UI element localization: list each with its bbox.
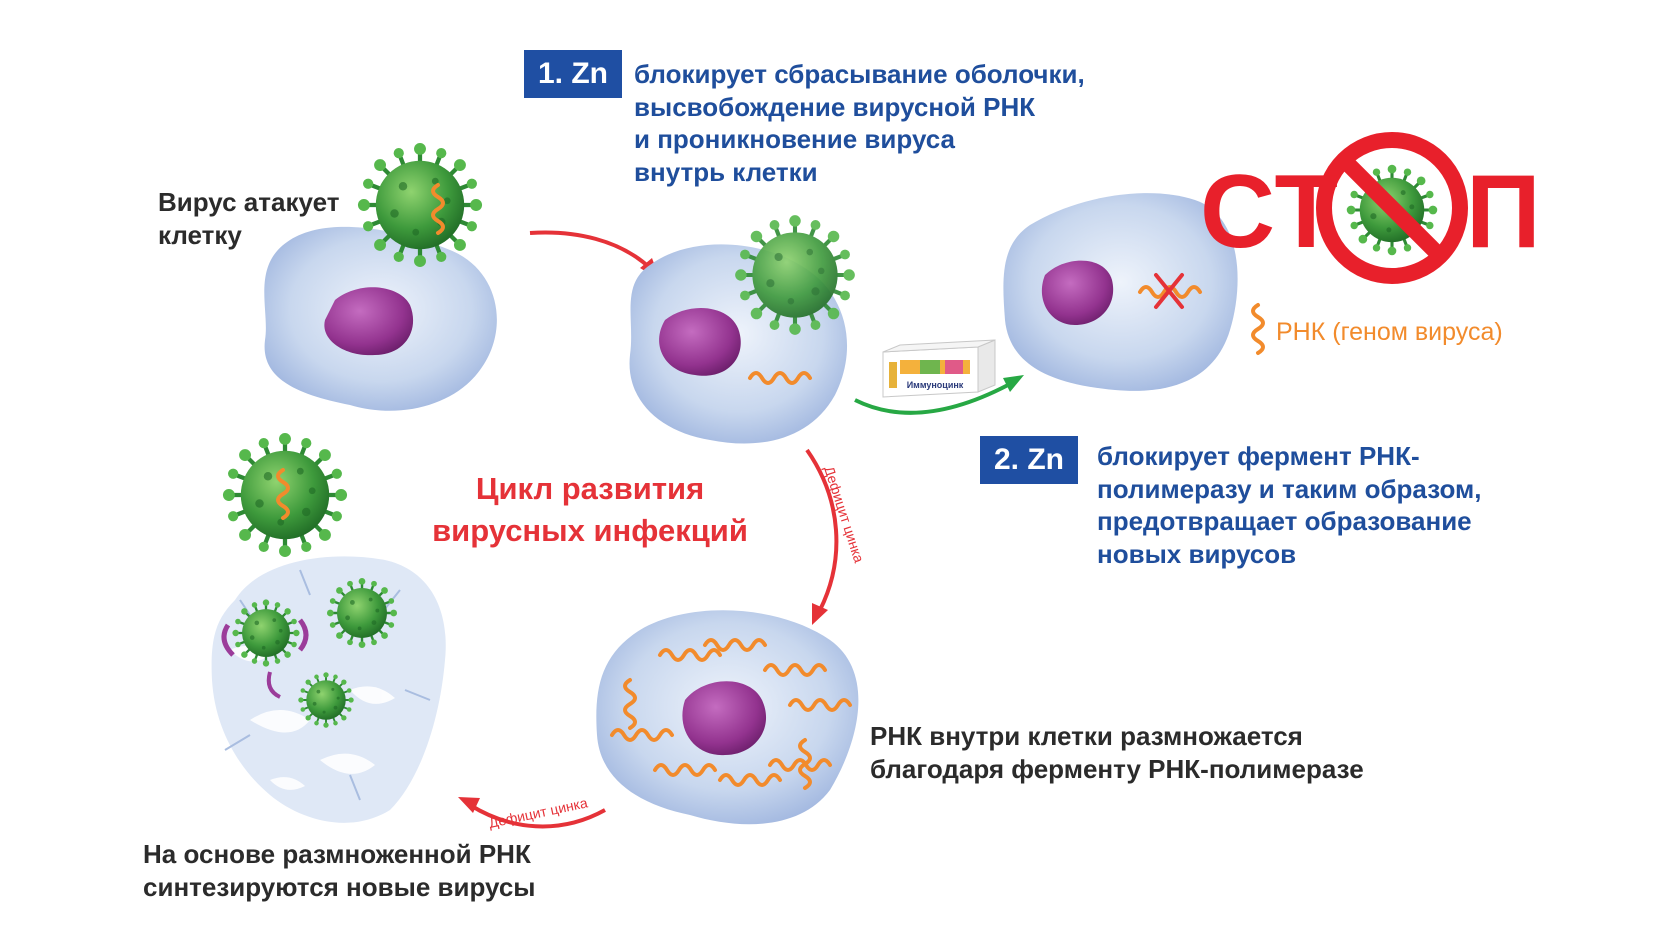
infected-cell-2	[629, 215, 855, 444]
burst-cell	[211, 433, 446, 823]
cycle-title-line-2: вирусных инфекций	[432, 512, 748, 548]
step2-line-2: полимеразу и таким образом,	[1097, 473, 1482, 504]
replication-cell	[596, 610, 859, 825]
step1-line-1: блокирует сбрасывание оболочки,	[634, 59, 1085, 89]
cell-icon	[1003, 193, 1238, 391]
stop-word-left: СТ	[1200, 154, 1341, 270]
replication-label-line-1: РНК внутри клетки размножается	[870, 721, 1303, 751]
synthesis-label-line-1: На основе размноженной РНК	[143, 839, 531, 869]
virus-icon	[358, 143, 482, 267]
cycle-arrow-3	[468, 803, 606, 829]
step1-description: блокирует сбрасывание оболочки, высвобож…	[634, 58, 1085, 188]
cycle-arrow-2	[805, 448, 839, 611]
step2-badge: 2. Zn	[980, 436, 1079, 484]
synthesis-label: На основе размноженной РНК синтезируются…	[143, 838, 536, 903]
rna-strand-icon	[1251, 303, 1265, 355]
cycle-arrow-1	[529, 230, 652, 270]
nucleus-icon	[324, 287, 414, 356]
replication-label-line-2: благодаря ферменту РНК-полимеразе	[870, 753, 1364, 784]
nucleus-icon	[1041, 260, 1114, 325]
replication-label: РНК внутри клетки размножается благодаря…	[870, 720, 1364, 785]
cross-mark-icon	[1154, 273, 1184, 309]
product-name: Иммуноцинк	[907, 380, 964, 390]
step2-description: блокирует фермент РНК- полимеразу и таки…	[1097, 440, 1481, 570]
cycle-title-line-1: Цикл развития	[475, 471, 705, 506]
protected-cell	[1003, 193, 1238, 391]
nucleus-icon	[682, 681, 767, 756]
step1-line-3: и проникновение вируса	[634, 124, 955, 154]
infected-cell-1	[264, 143, 497, 411]
virus-icon	[735, 215, 855, 335]
medicine-box-icon: Иммуноцинк	[882, 339, 996, 398]
virus-icon	[231, 598, 301, 668]
virus-icon	[297, 671, 355, 729]
cycle-title: Цикл развития вирусных инфекций	[420, 468, 760, 552]
virus-icon	[325, 576, 399, 650]
stop-sign-icon	[1316, 132, 1468, 284]
attack-label-line-2: клетку	[158, 219, 242, 250]
synthesis-label-line-2: синтезируются новые вирусы	[143, 871, 536, 902]
nucleus-icon	[659, 308, 741, 376]
step1-line-2: высвобождение вирусной РНК	[634, 91, 1036, 122]
step2-line-4: новых вирусов	[1097, 538, 1297, 569]
step1-badge: 1. Zn	[524, 50, 623, 98]
step2-line-3: предотвращает образование	[1097, 506, 1472, 536]
step2-line-1: блокирует фермент РНК-	[1097, 441, 1420, 471]
zinc-effect-arrow	[854, 383, 1009, 415]
zinc-deficiency-label-1: Дефицит цинка	[821, 464, 867, 565]
stop-word-right: П	[1466, 154, 1543, 270]
attack-label: Вирус атакует клетку	[158, 186, 339, 251]
rna-legend: РНК (геном вируса)	[1276, 318, 1503, 346]
step1-line-4: внутрь клетки	[634, 156, 818, 187]
attack-label-line-1: Вирус атакует	[158, 187, 340, 217]
